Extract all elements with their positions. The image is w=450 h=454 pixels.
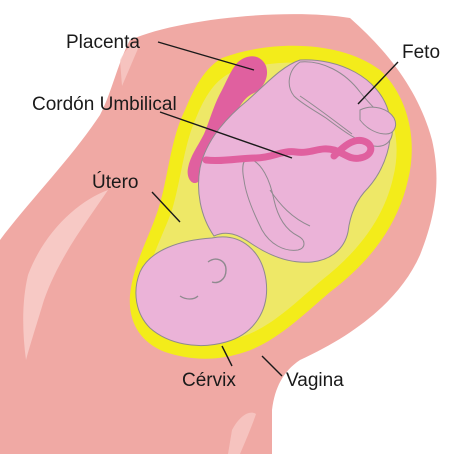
navel xyxy=(418,144,430,156)
label-cordon-umbilical: Cordón Umbilical xyxy=(32,94,177,115)
label-feto: Feto xyxy=(402,42,440,63)
label-utero: Útero xyxy=(92,171,138,193)
label-vagina: Vagina xyxy=(286,370,344,391)
label-placenta: Placenta xyxy=(66,32,140,53)
label-cervix: Cérvix xyxy=(182,370,236,391)
